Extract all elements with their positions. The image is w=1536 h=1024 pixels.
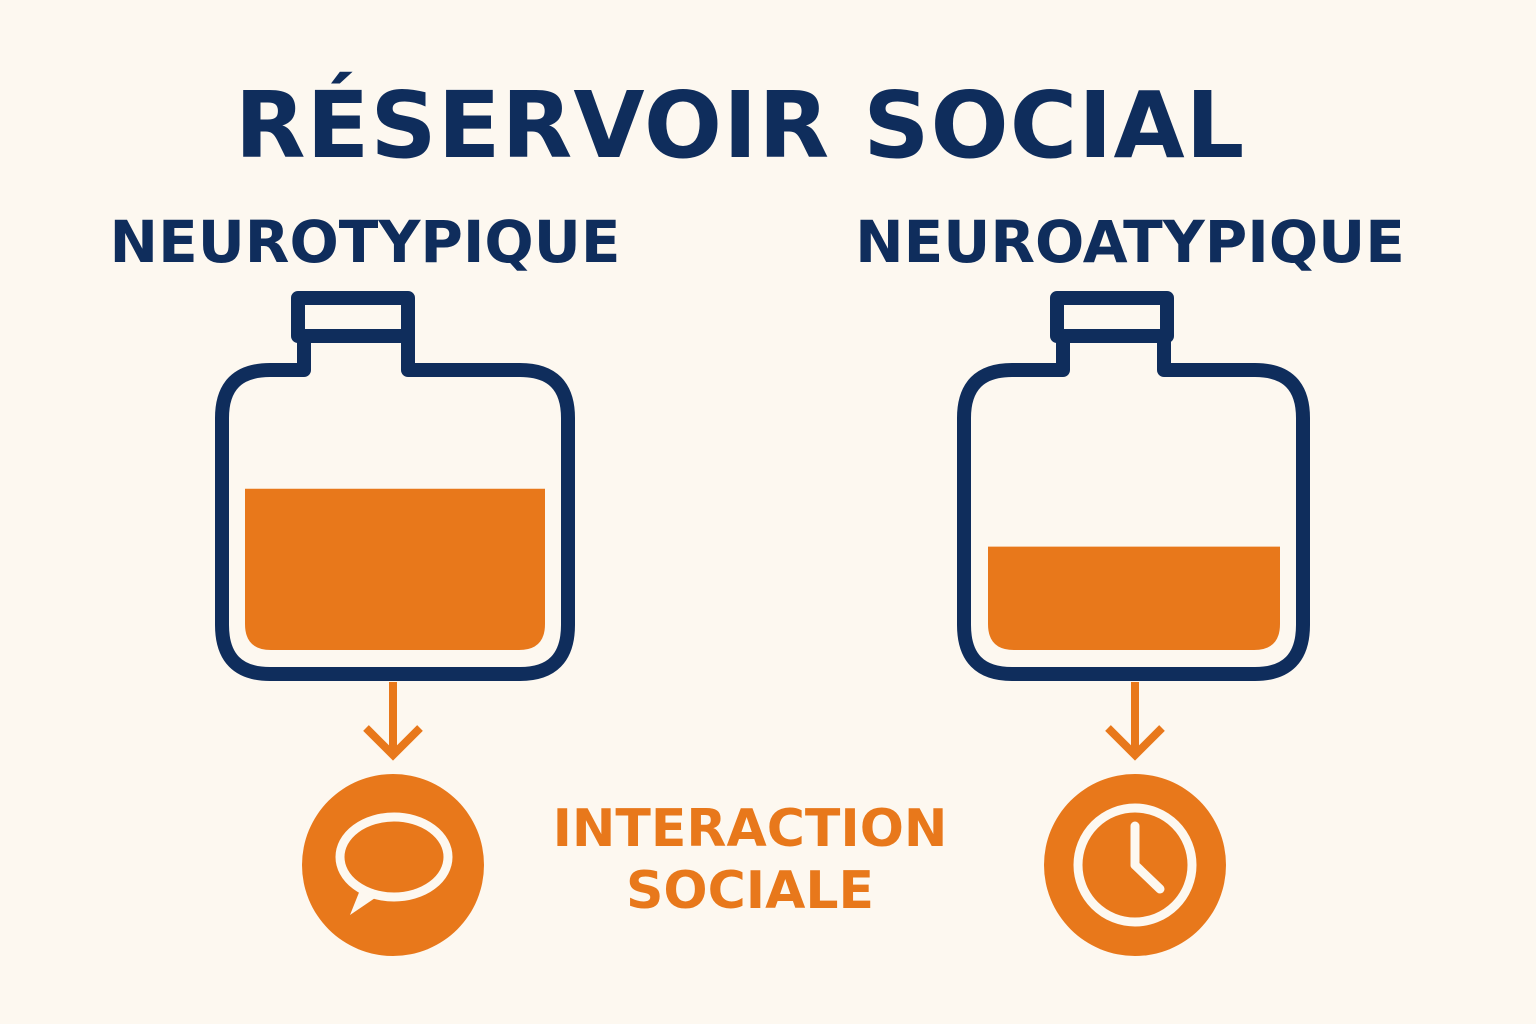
tank-liquid [245, 488, 545, 650]
tank-cap [291, 291, 415, 343]
caption-line-1: INTERACTION [552, 799, 948, 859]
tank-neurotypique [215, 291, 575, 681]
arrow-left [363, 682, 423, 761]
tank-body [215, 336, 575, 681]
arrow-right [1105, 682, 1165, 761]
tank-body [957, 336, 1310, 681]
diagram-title: RÉSERVOIR SOCIAL [234, 72, 1246, 179]
caption-interaction-sociale: INTERACTION SOCIALE [520, 798, 980, 922]
label-neurotypique: NEUROTYPIQUE [109, 208, 621, 276]
caption-line-2: SOCIALE [625, 861, 875, 921]
speech-bubble-icon [302, 774, 484, 956]
clock-icon [1044, 774, 1226, 956]
tank-liquid [988, 546, 1280, 650]
tank-cap [1050, 291, 1174, 343]
label-neuroatypique: NEUROATYPIQUE [855, 208, 1405, 276]
tank-neuroatypique [957, 291, 1310, 681]
